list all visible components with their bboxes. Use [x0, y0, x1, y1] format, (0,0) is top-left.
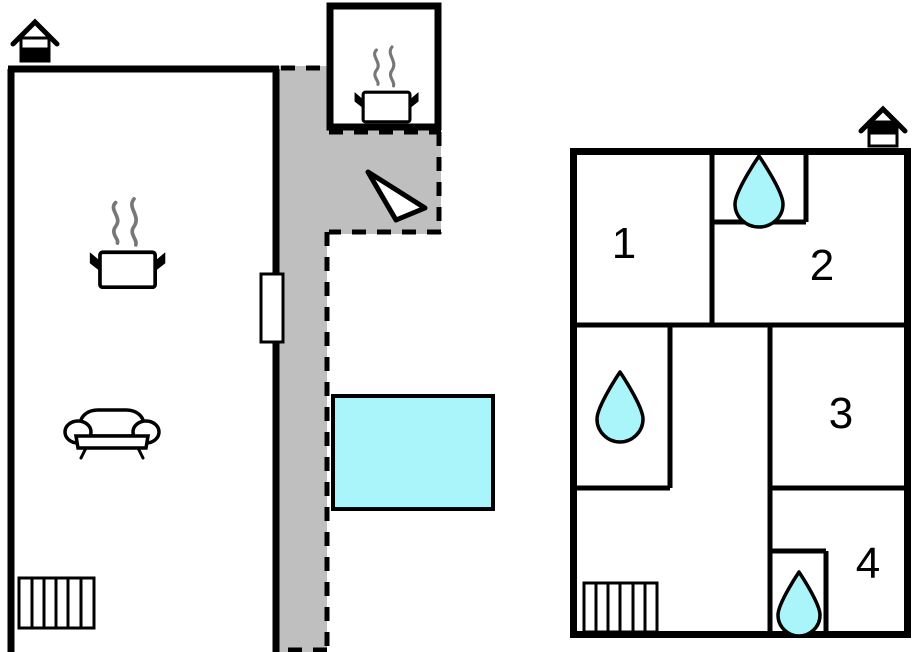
- upper-floor-outer-wall: [570, 148, 911, 638]
- upper-floor-interior-walls: [573, 151, 908, 636]
- sofa-icon: [63, 408, 161, 460]
- room-label-3: 3: [829, 389, 853, 438]
- water-drop-icon: [733, 154, 785, 229]
- house-roof-icon: [10, 18, 60, 63]
- pool-water: [331, 394, 495, 511]
- door-opening[interactable]: [259, 272, 285, 344]
- kitchen-pot-icon: [89, 197, 166, 290]
- radiator-icon: [17, 576, 96, 630]
- stairs-arrow-icon: [365, 169, 428, 223]
- swimming-pool: [331, 394, 495, 511]
- ground-floor-plan: [7, 2, 495, 652]
- living-room-walls: [7, 65, 280, 652]
- house-roof-icon: [858, 105, 908, 148]
- kitchen-pot-icon: [354, 45, 419, 124]
- upper-floor-plan: 1 2 3 4: [570, 105, 911, 638]
- water-drop-icon: [776, 570, 822, 638]
- living-room-floor: [8, 66, 279, 652]
- room-label-2: 2: [810, 241, 834, 290]
- terrace-dashed-outline: [281, 65, 442, 652]
- radiator-icon: [582, 581, 659, 634]
- water-drop-icon: [595, 370, 645, 444]
- terrace-gray-strip: [279, 66, 327, 652]
- kitchen-annex-walls: [326, 2, 442, 131]
- room-label-4: 4: [856, 539, 880, 588]
- door-opening-panel[interactable]: [259, 272, 285, 344]
- room-label-1: 1: [612, 219, 636, 268]
